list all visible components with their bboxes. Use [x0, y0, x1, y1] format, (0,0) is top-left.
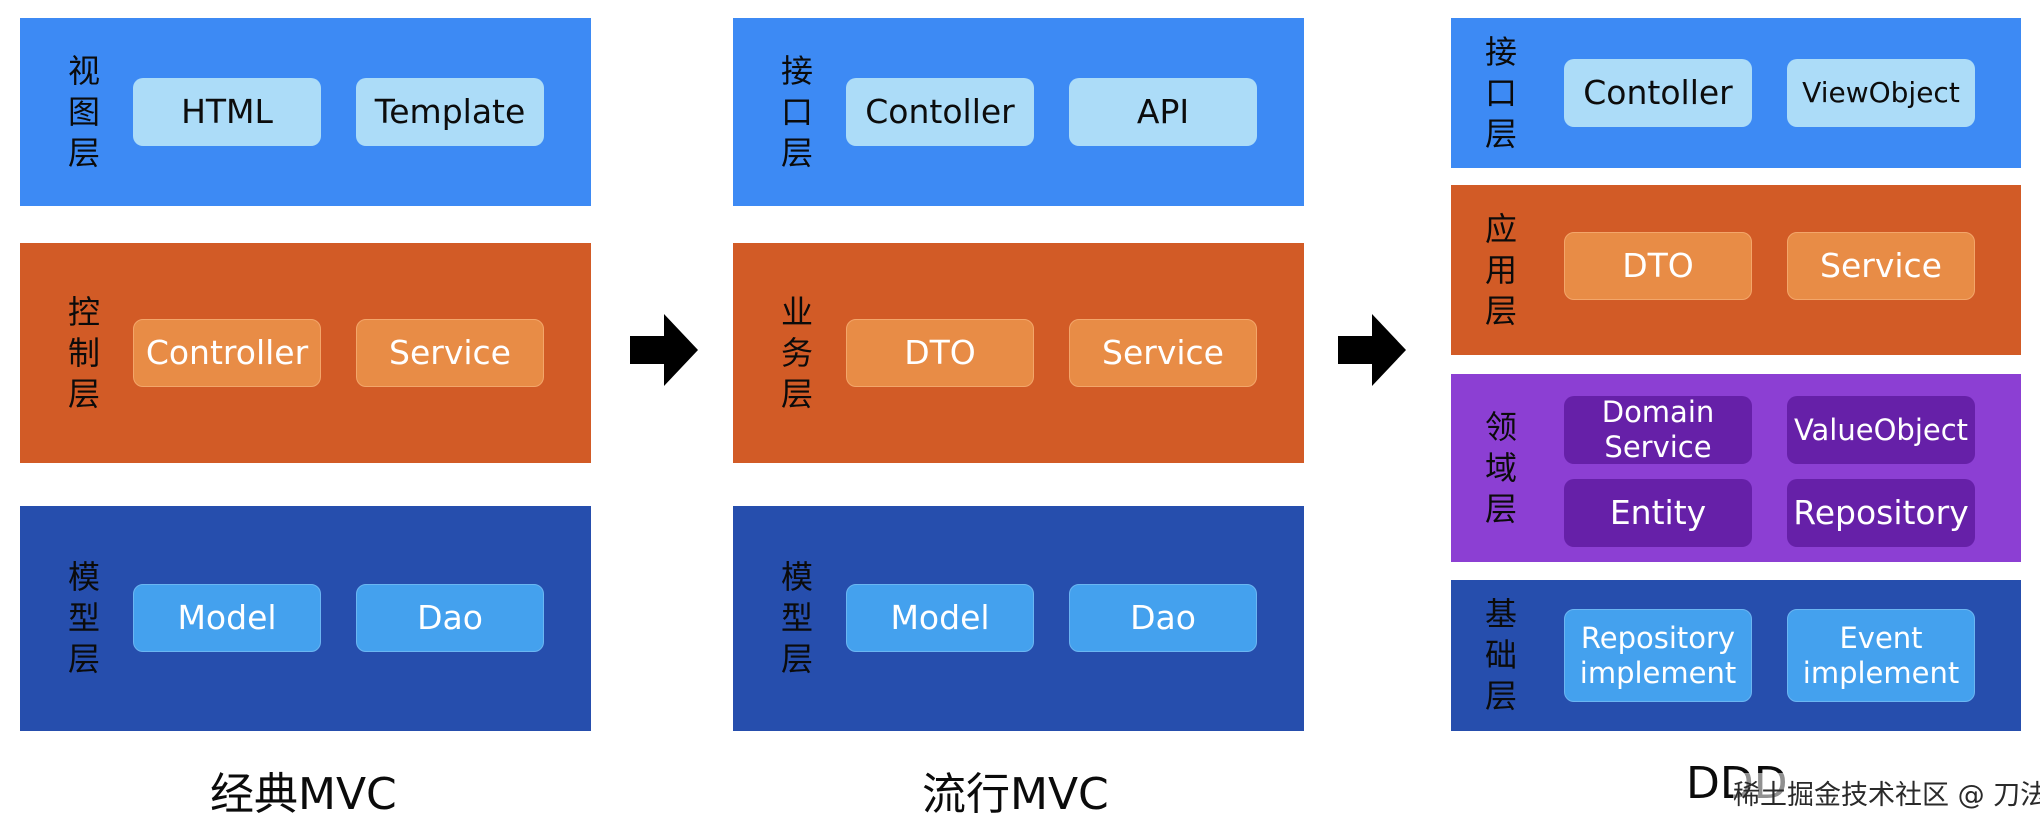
api-box: API [1069, 78, 1257, 146]
dto-box: DTO [1564, 232, 1752, 300]
ddd-infrastructure-layer-label: 基 础 层 [1484, 595, 1517, 715]
controller-box: Controller [133, 319, 321, 387]
ddd-infrastructure-layer: 基 础 层 Repository implement Event impleme… [1451, 580, 2021, 731]
domain-service-box: Domain Service [1564, 395, 1752, 464]
popular-business-layer: 业 务 层 DTO Service [733, 243, 1304, 463]
watermark: 稀土掘金技术社区 @ 刀法如飞 [1733, 773, 2040, 812]
dao-box: Dao [356, 584, 544, 652]
html-box: HTML [133, 78, 321, 146]
right-arrow-icon [630, 314, 698, 386]
contoller-box: Contoller [1564, 59, 1752, 127]
valueobject-box: ValueObject [1787, 396, 1975, 464]
service-box: Service [1787, 232, 1975, 300]
classic-view-layer-label: 视 图 层 [67, 51, 100, 172]
popular-mvc-caption: 流行MVC [922, 769, 1109, 820]
popular-business-layer-label: 业 务 层 [780, 292, 813, 413]
classic-control-layer: 控 制 层 Controller Service [20, 243, 591, 463]
right-arrow-icon [1338, 314, 1406, 386]
ddd-domain-layer: 领 域 层 Domain Service ValueObject Entity … [1451, 374, 2021, 562]
entity-box: Entity [1564, 479, 1752, 547]
popular-interface-layer-label: 接 口 层 [780, 51, 813, 172]
model-box: Model [133, 584, 321, 652]
contoller-box: Contoller [846, 78, 1034, 146]
ddd-interface-layer: 接 口 层 Contoller ViewObject [1451, 18, 2021, 168]
ddd-domain-layer-label: 领 域 层 [1484, 407, 1517, 528]
classic-model-layer: 模 型 层 Model Dao [20, 506, 591, 731]
viewobject-box: ViewObject [1787, 59, 1975, 127]
classic-control-layer-label: 控 制 层 [67, 292, 100, 413]
classic-view-layer: 视 图 层 HTML Template [20, 18, 591, 206]
service-box: Service [1069, 319, 1257, 387]
popular-interface-layer: 接 口 层 Contoller API [733, 18, 1304, 206]
repository-box: Repository [1787, 479, 1975, 547]
classic-mvc-caption: 经典MVC [210, 769, 397, 820]
ddd-application-layer-label: 应 用 层 [1484, 209, 1517, 330]
repository-implement-box: Repository implement [1564, 609, 1752, 702]
event-implement-box: Event implement [1787, 609, 1975, 702]
classic-model-layer-label: 模 型 层 [67, 558, 100, 678]
popular-model-layer-label: 模 型 层 [780, 558, 813, 678]
dao-box: Dao [1069, 584, 1257, 652]
service-box: Service [356, 319, 544, 387]
template-box: Template [356, 78, 544, 146]
popular-model-layer: 模 型 层 Model Dao [733, 506, 1304, 731]
ddd-interface-layer-label: 接 口 层 [1484, 32, 1517, 153]
dto-box: DTO [846, 319, 1034, 387]
ddd-application-layer: 应 用 层 DTO Service [1451, 185, 2021, 355]
model-box: Model [846, 584, 1034, 652]
